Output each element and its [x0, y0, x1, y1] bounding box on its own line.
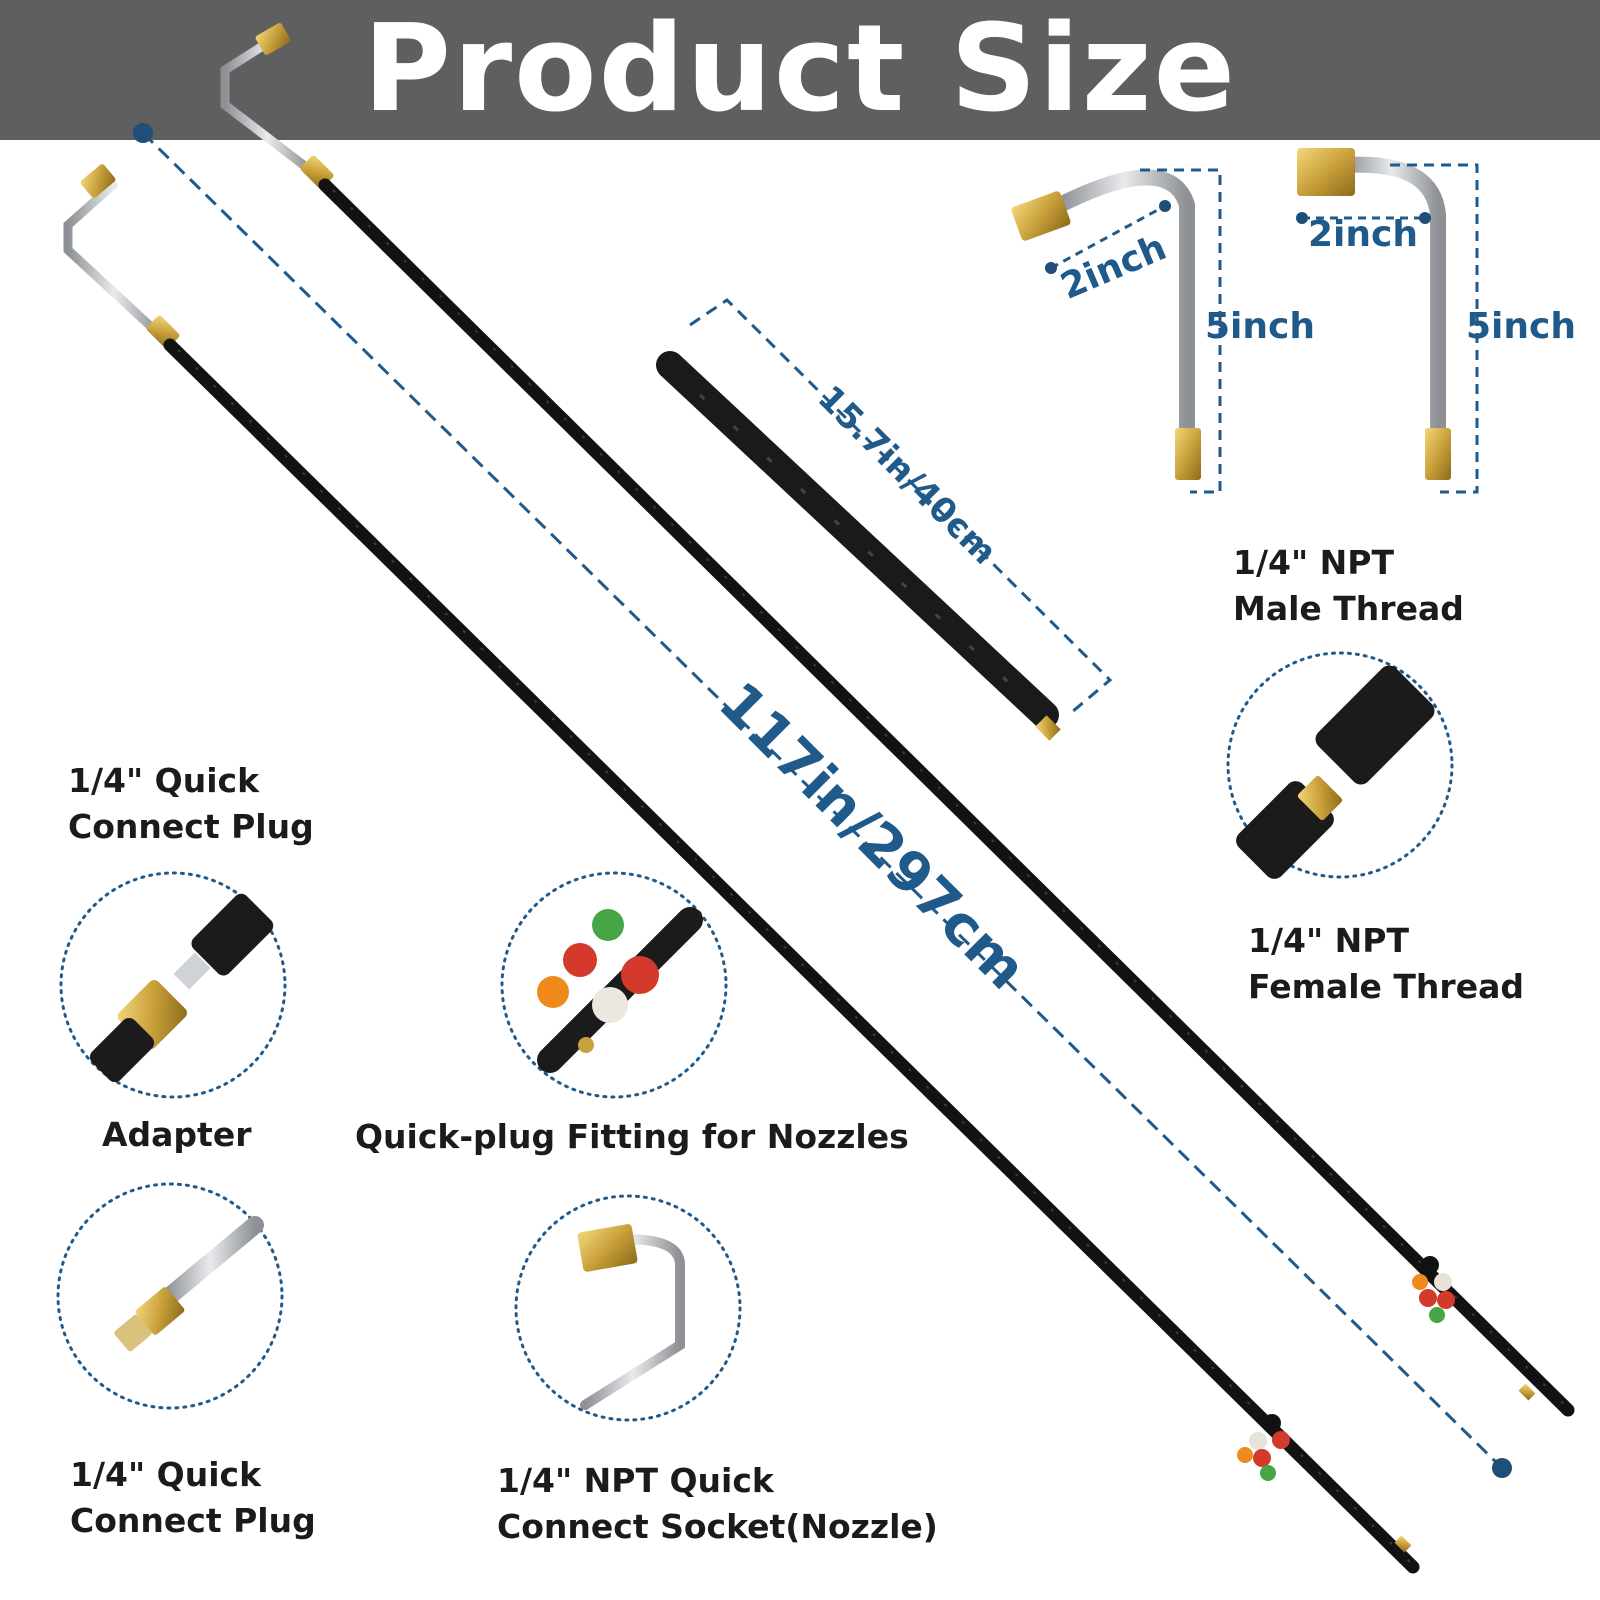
male-thread-line-2: Male Thread — [1233, 589, 1464, 628]
elbow-right-width-dimension: 2inch — [1308, 214, 1418, 255]
nozzle-cluster-right — [1412, 1256, 1536, 1401]
quick-connect-plug-label-top: 1/4" Quick Connect Plug — [68, 758, 314, 850]
adapter-detail — [59, 871, 287, 1099]
wand-right — [220, 23, 1575, 1417]
quick-connect-plug-bottom-line-1: 1/4" Quick — [70, 1455, 262, 1494]
overall-length-dimension-line — [133, 123, 1512, 1478]
elbow-right-height-dimension: 5inch — [1466, 306, 1576, 347]
extension-wand — [656, 298, 1113, 741]
quick-connect-plug-top-line-2: Connect Plug — [68, 807, 314, 846]
elbow-left-height-dimension: 5inch — [1205, 306, 1315, 347]
quick-connect-plug-label-bottom: 1/4" Quick Connect Plug — [70, 1452, 316, 1544]
elbow-left — [1011, 168, 1222, 494]
female-thread-line-1: 1/4" NPT — [1248, 921, 1409, 960]
title-banner — [0, 0, 1600, 140]
npt-socket-detail — [514, 1194, 742, 1422]
male-thread-line-1: 1/4" NPT — [1233, 543, 1394, 582]
page-title: Product Size — [363, 0, 1237, 139]
female-thread-line-2: Female Thread — [1248, 967, 1524, 1006]
npt-socket-line-1: 1/4" NPT Quick — [497, 1461, 774, 1500]
nozzle-cluster-left — [1237, 1414, 1412, 1553]
male-thread-label: 1/4" NPT Male Thread — [1233, 540, 1464, 632]
female-thread-detail — [1226, 651, 1454, 879]
adapter-label: Adapter — [102, 1115, 252, 1154]
npt-socket-label: 1/4" NPT Quick Connect Socket(Nozzle) — [497, 1458, 938, 1550]
quick-connect-plug-detail — [56, 1182, 284, 1410]
quick-connect-plug-bottom-line-2: Connect Plug — [70, 1501, 316, 1540]
elbow-right — [1296, 148, 1479, 494]
female-thread-label: 1/4" NPT Female Thread — [1248, 918, 1524, 1010]
nozzle-fitting-label: Quick-plug Fitting for Nozzles — [355, 1117, 909, 1156]
quick-connect-plug-top-line-1: 1/4" Quick — [68, 761, 260, 800]
nozzle-fitting-detail — [500, 871, 728, 1099]
wand-left — [63, 164, 1420, 1574]
npt-socket-line-2: Connect Socket(Nozzle) — [497, 1507, 938, 1546]
